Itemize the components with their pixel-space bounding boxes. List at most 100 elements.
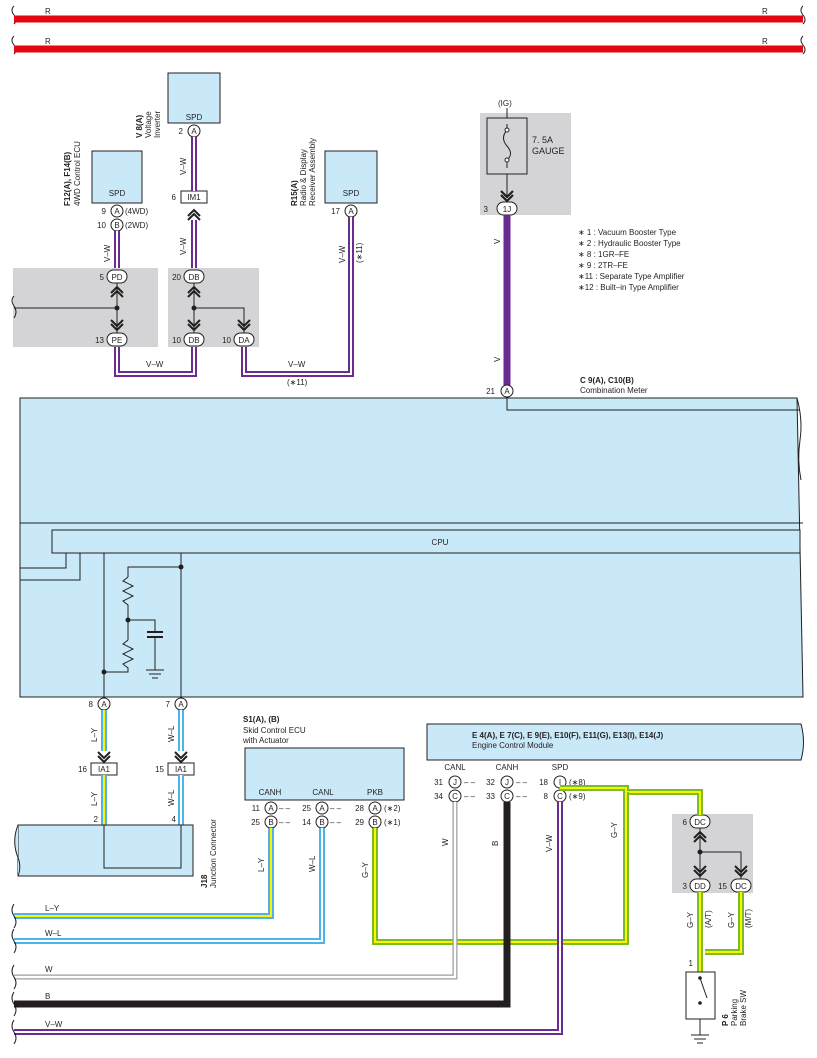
label: IA1 [98, 765, 111, 774]
dash: – – [464, 778, 476, 787]
label: 20 [172, 273, 181, 282]
label: SPD [552, 763, 569, 772]
label: CANL [444, 763, 466, 772]
label: V–W [338, 245, 347, 263]
label: Junction Connector [209, 819, 218, 888]
label: V–W [45, 1020, 63, 1029]
notes: ∗ 1 : Vacuum Booster Type ∗ 2 : Hydrauli… [578, 228, 685, 292]
junction-block-dc: DC 6 DD 3 DC 15 [672, 814, 753, 893]
ly-wl-wires: L–Y W–L IA1 16 IA1 15 L–Y W–L 2 4 [78, 710, 195, 825]
label: P 6 [721, 1014, 730, 1026]
4wd-control-ecu: SPD F12(A), F14(B) 4WD Control ECU A 9 (… [63, 141, 148, 232]
gy-wires: G–Y G–Y G–Y (A/T) G–Y (M/T) [361, 785, 753, 972]
label: SPD [343, 189, 360, 198]
meter-name: Combination Meter [580, 386, 648, 395]
resistor-icon [104, 639, 135, 673]
label: V–W [545, 834, 554, 852]
label: A [268, 804, 274, 813]
vw-wire-radio: V–W (∗11) V–W (∗11) [241, 217, 364, 387]
label: 8 [544, 792, 549, 801]
engine-control-module: E 4(A), E 7(C), E 9(E), E10(F), E11(G), … [426, 723, 804, 803]
label: Engine Control Module [472, 741, 554, 750]
fuse-gray-box [480, 113, 571, 215]
label: A [114, 207, 120, 216]
label: 4WD Control ECU [73, 141, 82, 206]
cpu-label: CPU [432, 538, 449, 547]
label: B [45, 992, 50, 1001]
label: W–L [167, 725, 176, 742]
skid-ecu-box [244, 747, 405, 801]
label: DD [694, 882, 706, 891]
label: 6 [683, 818, 688, 827]
label: 10 [97, 221, 106, 230]
label: (∗9) [569, 792, 586, 801]
label: J [453, 778, 457, 787]
dash: – – [330, 804, 342, 813]
gauge-fuse-block: (IG) 7. 5A GAUGE 1J 3 [480, 99, 571, 216]
label: L–Y [45, 904, 60, 913]
label: W–L [308, 855, 317, 872]
label: G–Y [610, 821, 619, 838]
label: PE [112, 336, 123, 345]
voltage-inverter-box [167, 72, 221, 124]
label: Inverter [153, 111, 162, 138]
resistor-icon [121, 576, 135, 640]
label: W [45, 965, 53, 974]
dash: – – [279, 804, 291, 813]
label: 1 [689, 959, 694, 968]
label: W–L [167, 789, 176, 806]
label: Skid Control ECU [243, 726, 306, 735]
v-label: V [493, 356, 502, 362]
label: (∗11) [287, 378, 308, 387]
label: W [441, 838, 450, 846]
label: B [491, 841, 500, 846]
label: C [504, 792, 510, 801]
label: A [348, 207, 354, 216]
label: G–Y [686, 911, 695, 928]
label: B [268, 818, 273, 827]
label: J [505, 778, 509, 787]
power-rails: R R R R [11, 5, 806, 55]
label: E 4(A), E 7(C), E 9(E), E10(F), E11(G), … [472, 731, 663, 740]
label: 7 [166, 700, 171, 709]
note: ∗ 9 : 2TR–FE [578, 261, 628, 270]
parking-brake-switch: 1 P 6 Parking Brake SW [685, 959, 748, 1044]
note: ∗ 2 : Hydraulic Booster Type [578, 239, 681, 248]
label: S1(A), (B) [243, 715, 280, 724]
note: ∗ 8 : 1GR–FE [578, 250, 629, 259]
label: (4WD) [125, 207, 148, 216]
label: 4 [172, 815, 177, 824]
junction-block-db: DB 20 DB 10 DA 10 [168, 268, 259, 347]
label: CANL [312, 788, 334, 797]
ecm-box [426, 723, 804, 761]
label: 17 [331, 207, 340, 216]
label: (∗2) [384, 804, 401, 813]
label: R15(A) [290, 180, 299, 206]
radio-display-receiver: SPD R15(A) Radio & Display Receiver Asse… [290, 138, 378, 218]
label: I [559, 778, 561, 787]
r-label: R [45, 37, 51, 46]
label: 29 [355, 818, 364, 827]
label: IA1 [175, 765, 188, 774]
meter-connector: C 9(A), C10(B) [580, 376, 634, 385]
label: 5 [100, 273, 105, 282]
label: V–W [288, 360, 306, 369]
note: ∗11 : Separate Type Amplifier [578, 272, 685, 281]
harness-wires-left: L–Y L–Y W–L W–L W W B B V–W V–W [11, 802, 563, 1045]
label: F12(A), F14(B) [63, 151, 72, 206]
ground-icon [146, 669, 164, 679]
label: 18 [539, 778, 548, 787]
label: B [114, 221, 119, 230]
label: (∗11) [355, 242, 364, 263]
r-label: R [45, 7, 51, 16]
label: CANH [496, 763, 519, 772]
label: V–W [146, 360, 164, 369]
label: (A/T) [704, 910, 713, 928]
label: Radio & Display [299, 149, 308, 206]
label: 3 [683, 882, 688, 891]
combination-meter: C 9(A), C10(B) Combination Meter A 21 CP… [19, 376, 804, 711]
cpu-box [51, 529, 801, 554]
label: CANH [259, 788, 282, 797]
label: DA [238, 336, 250, 345]
